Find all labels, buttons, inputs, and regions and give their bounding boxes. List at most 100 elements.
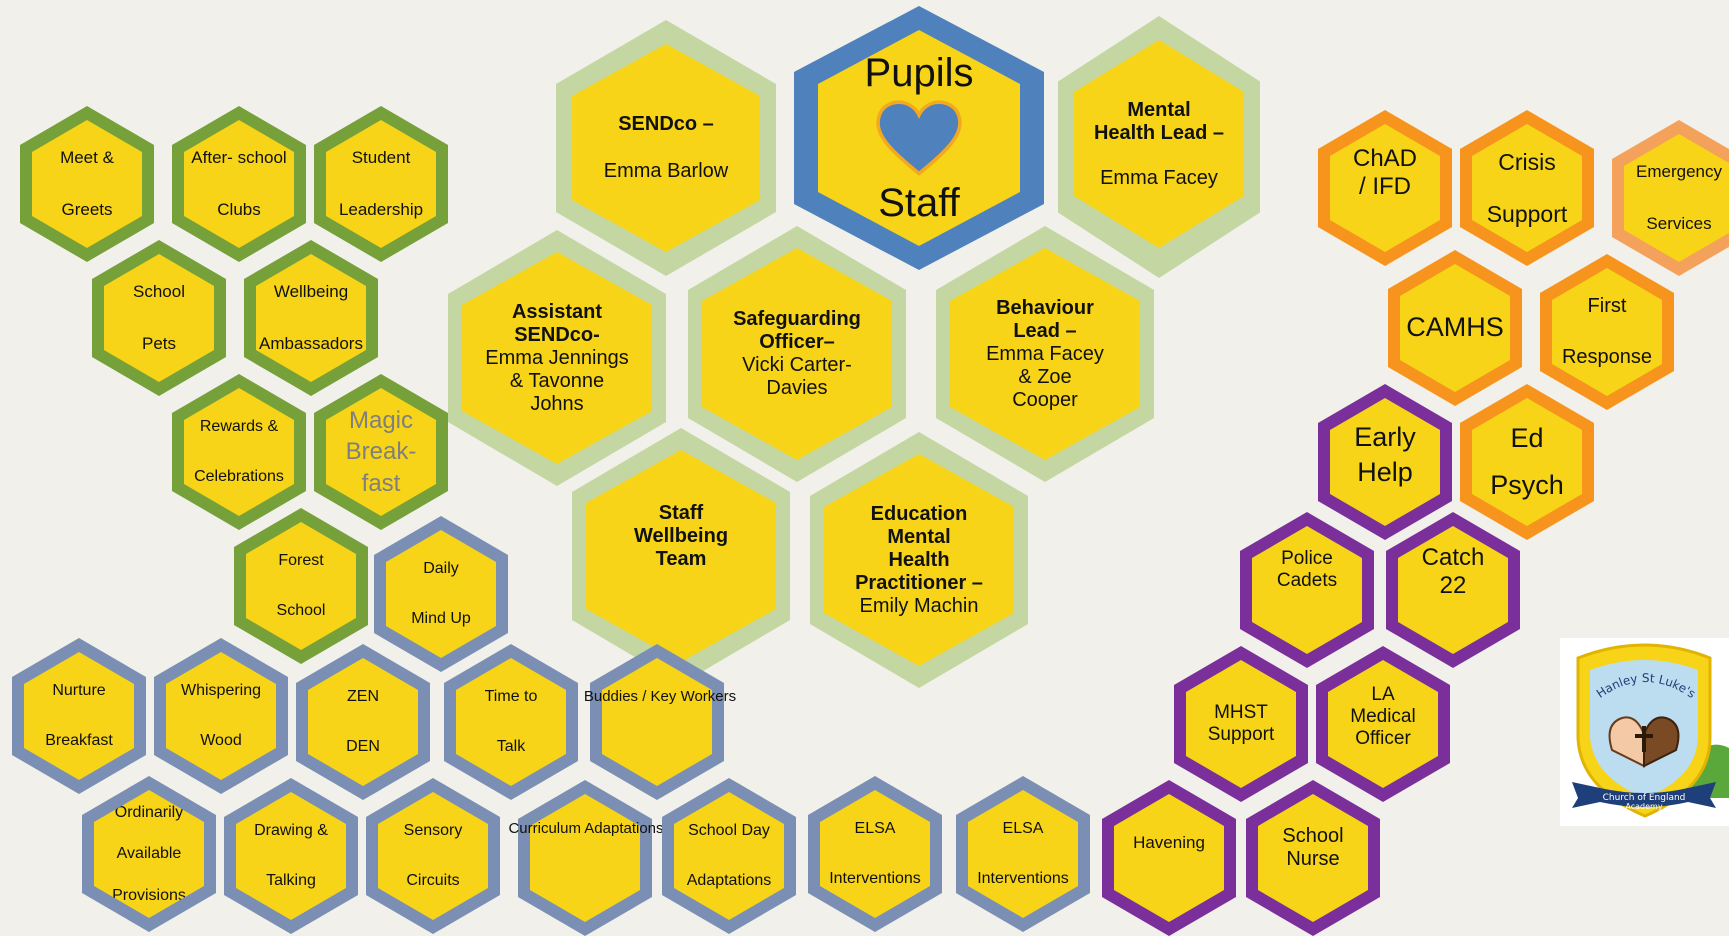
emhp-line-3: Health [888,548,950,571]
oap-line-1: Ordinarily [114,803,184,821]
catch-line-2: 22 [1439,572,1467,599]
la-line-2: Medical [1350,706,1416,728]
magic-breakfast-hex: Magic Break- fast [326,388,436,516]
edpsych-line-2: Psych [1490,470,1564,500]
police-cadets-hex: Police Cadets [1252,526,1362,654]
emhp-name: Emily Machin [859,594,979,617]
time-line-2: Talk [496,738,526,755]
drawing-line-1: Drawing & [254,821,328,839]
la-medical-officer-hex: LA Medical Officer [1328,660,1438,788]
after-line-2: Clubs [217,200,261,219]
pets-line-2: Pets [141,334,177,353]
nurse-line-2: Nurse [1286,848,1340,870]
first-line-2: Response [1561,346,1653,368]
swt-line-3: Team [655,547,707,570]
staff-label: Staff [878,181,960,225]
sensory-line-1: Sensory [403,821,463,839]
behaviour-name-2: & Zoe [1018,365,1072,388]
assistant-sendco-hex: Assistant SENDco- Emma Jennings & Tavonn… [462,252,652,464]
meet-line-2: Greets [61,200,113,219]
elsa1-line-1: ELSA [854,819,896,837]
mhl-title-2: Health Lead – [1093,121,1225,144]
safeguarding-name-1: Vicki Carter- [742,354,852,376]
safeguarding-name-2: Davies [766,377,828,399]
mhst-line-2: Support [1207,724,1275,745]
swt-line-2: Wellbeing [633,524,729,547]
pupils-label: Pupils [864,51,974,95]
safeguarding-title-1: Safeguarding [733,308,861,330]
elsa2-line-2: Interventions [977,870,1069,887]
behaviour-title-1: Behaviour [996,296,1094,319]
assistant-name-1: Emma Jennings [485,346,629,369]
camhs-label: CAMHS [1406,312,1504,343]
student-line-1: Student [351,148,411,168]
assistant-name-3: Johns [530,392,584,415]
nurture-line-2: Breakfast [45,732,113,749]
crisis-line-2: Support [1486,201,1568,227]
assistant-title-1: Assistant [511,300,603,323]
ed-psych-hex: Ed Psych [1472,398,1582,526]
behaviour-lead-hex: Behaviour Lead – Emma Facey & Zoe Cooper [950,248,1140,460]
police-line-2: Cadets [1276,570,1338,591]
la-line-1: LA [1371,684,1395,706]
buddies-label: Buddies / Key Workers [583,688,737,705]
elsa2-line-1: ELSA [1002,819,1044,837]
daily-line-2: Mind Up [411,610,471,627]
behaviour-name-1: Emma Facey [986,342,1104,365]
schoolday-line-1: School Day [688,821,770,839]
swt-line-1: Staff [658,501,704,524]
pets-line-1: School [133,282,185,302]
mhl-title-1: Mental [1127,98,1191,121]
first-line-1: First [1587,295,1627,317]
crisis-support-hex: Crisis Support [1472,124,1582,252]
wellbeing-line-2: Ambassadors [259,334,363,353]
rewards-line-1: Rewards & [199,417,279,435]
emhp-line-1: Education [870,502,968,525]
emhp-line-4: Practitioner – [855,571,983,594]
assistant-name-2: & Tavonne [509,369,605,392]
schoolday-line-2: Adaptations [686,872,772,889]
nurture-line-1: Nurture [52,681,106,699]
safeguarding-hex: Safeguarding Officer– Vicki Carter- Davi… [702,248,892,460]
emergency-line-1: Emergency [1636,162,1722,182]
sendco-title: SENDco – [618,113,714,135]
elsa1-line-2: Interventions [829,870,921,887]
zen-line-2: DEN [346,738,380,755]
whisper-line-2: Wood [200,732,242,749]
magic-line-1: Magic [348,407,414,435]
la-line-3: Officer [1355,727,1411,749]
wellbeing-ambassadors-hex: Wellbeing Ambassadors [256,254,366,382]
student-line-2: Leadership [338,200,424,219]
catch-22-hex: Catch 22 [1398,526,1508,654]
earlyhelp-line-2: Help [1357,457,1413,487]
curriculum-label: Curriculum Adaptations [508,820,664,837]
school-pets-hex: School Pets [104,254,214,382]
safeguarding-title-2: Officer– [759,331,835,353]
emhp-line-2: Mental [887,525,951,548]
emergency-line-2: Services [1646,214,1712,233]
earlyhelp-line-1: Early [1354,421,1416,452]
after-line-1: After- school [191,148,287,168]
havening-hex: Havening [1114,794,1224,922]
forest-line-1: Forest [278,551,324,569]
rewards-celebrations-hex: Rewards & Celebrations [184,388,294,516]
mhst-line-1: MHST [1214,702,1268,724]
student-leadership-hex: Student Leadership [326,120,436,248]
mhst-support-hex: MHST Support [1186,660,1296,788]
nurse-line-1: School [1282,825,1344,847]
school-logo: Church of England Academy Hanley St Luke… [1560,638,1729,826]
chad-ifd-hex: ChAD / IFD [1330,124,1440,252]
pupils-staff-hex: Pupils Staff [818,30,1020,246]
zen-line-1: ZEN [347,687,379,705]
school-nurse-hex: School Nurse [1258,794,1368,922]
havening-label: Havening [1133,833,1205,853]
behaviour-title-2: Lead – [1013,319,1077,342]
assistant-title-2: SENDco- [514,323,600,346]
sendco-name: Emma Barlow [603,160,729,182]
whisper-line-1: Whispering [180,681,262,699]
meet-line-1: Meet & [60,148,114,168]
heart-icon [876,100,962,176]
magic-line-2: Break- [345,438,417,466]
oap-line-2: Available [116,845,182,863]
chad-line-2: / IFD [1359,173,1411,200]
